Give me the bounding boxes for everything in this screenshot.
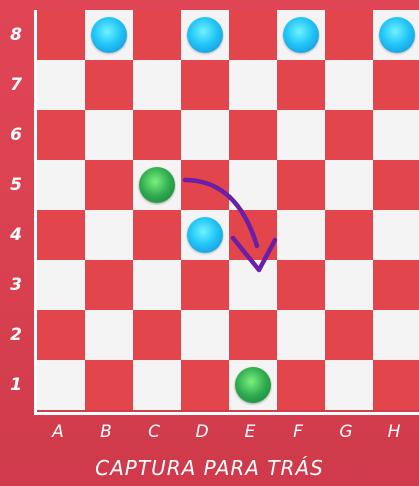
file-label-h: H bbox=[370, 418, 418, 446]
square-b3[interactable] bbox=[85, 260, 133, 310]
square-f3[interactable] bbox=[277, 260, 325, 310]
square-h7[interactable] bbox=[373, 60, 419, 110]
rank-label-3: 3 bbox=[0, 260, 32, 310]
square-d5[interactable] bbox=[181, 160, 229, 210]
square-f2[interactable] bbox=[277, 310, 325, 360]
square-g2[interactable] bbox=[325, 310, 373, 360]
square-g3[interactable] bbox=[325, 260, 373, 310]
file-label-f: F bbox=[274, 418, 322, 446]
square-b4[interactable] bbox=[85, 210, 133, 260]
square-d7[interactable] bbox=[181, 60, 229, 110]
square-e5[interactable] bbox=[229, 160, 277, 210]
rank-label-2: 2 bbox=[0, 310, 32, 360]
rank-label-1: 1 bbox=[0, 360, 32, 410]
rank-label-7: 7 bbox=[0, 60, 32, 110]
square-e4[interactable] bbox=[229, 210, 277, 260]
square-f6[interactable] bbox=[277, 110, 325, 160]
blue-piece-b8[interactable] bbox=[91, 17, 127, 53]
rank-label-5: 5 bbox=[0, 160, 32, 210]
blue-piece-h8[interactable] bbox=[379, 17, 415, 53]
file-label-d: D bbox=[178, 418, 226, 446]
square-a5[interactable] bbox=[37, 160, 85, 210]
square-e7[interactable] bbox=[229, 60, 277, 110]
square-e2[interactable] bbox=[229, 310, 277, 360]
square-b1[interactable] bbox=[85, 360, 133, 410]
file-label-g: G bbox=[322, 418, 370, 446]
blue-piece-d8[interactable] bbox=[187, 17, 223, 53]
square-h5[interactable] bbox=[373, 160, 419, 210]
square-f4[interactable] bbox=[277, 210, 325, 260]
square-g6[interactable] bbox=[325, 110, 373, 160]
square-c7[interactable] bbox=[133, 60, 181, 110]
square-h6[interactable] bbox=[373, 110, 419, 160]
square-f1[interactable] bbox=[277, 360, 325, 410]
file-label-a: A bbox=[34, 418, 82, 446]
square-c4[interactable] bbox=[133, 210, 181, 260]
square-c2[interactable] bbox=[133, 310, 181, 360]
square-d1[interactable] bbox=[181, 360, 229, 410]
square-d2[interactable] bbox=[181, 310, 229, 360]
square-b2[interactable] bbox=[85, 310, 133, 360]
square-d6[interactable] bbox=[181, 110, 229, 160]
square-b7[interactable] bbox=[85, 60, 133, 110]
square-d3[interactable] bbox=[181, 260, 229, 310]
square-c8[interactable] bbox=[133, 10, 181, 60]
square-a2[interactable] bbox=[37, 310, 85, 360]
square-a8[interactable] bbox=[37, 10, 85, 60]
square-f7[interactable] bbox=[277, 60, 325, 110]
square-h2[interactable] bbox=[373, 310, 419, 360]
board-grid bbox=[37, 10, 419, 410]
blue-piece-f8[interactable] bbox=[283, 17, 319, 53]
square-f5[interactable] bbox=[277, 160, 325, 210]
square-b6[interactable] bbox=[85, 110, 133, 160]
rank-label-8: 8 bbox=[0, 10, 32, 60]
square-g7[interactable] bbox=[325, 60, 373, 110]
rank-label-4: 4 bbox=[0, 210, 32, 260]
blue-piece-d4[interactable] bbox=[187, 217, 223, 253]
square-g4[interactable] bbox=[325, 210, 373, 260]
square-h4[interactable] bbox=[373, 210, 419, 260]
square-c6[interactable] bbox=[133, 110, 181, 160]
caption: CAPTURA PARA TRÁS bbox=[0, 456, 419, 480]
green-piece-c5[interactable] bbox=[139, 167, 175, 203]
green-piece-e1[interactable] bbox=[235, 367, 271, 403]
square-a4[interactable] bbox=[37, 210, 85, 260]
square-a3[interactable] bbox=[37, 260, 85, 310]
square-e3[interactable] bbox=[229, 260, 277, 310]
square-a7[interactable] bbox=[37, 60, 85, 110]
square-h3[interactable] bbox=[373, 260, 419, 310]
checkers-board[interactable] bbox=[34, 10, 419, 415]
file-label-b: B bbox=[82, 418, 130, 446]
square-h1[interactable] bbox=[373, 360, 419, 410]
square-a1[interactable] bbox=[37, 360, 85, 410]
square-g1[interactable] bbox=[325, 360, 373, 410]
square-e8[interactable] bbox=[229, 10, 277, 60]
square-b5[interactable] bbox=[85, 160, 133, 210]
square-g8[interactable] bbox=[325, 10, 373, 60]
square-g5[interactable] bbox=[325, 160, 373, 210]
square-e6[interactable] bbox=[229, 110, 277, 160]
square-c3[interactable] bbox=[133, 260, 181, 310]
file-label-e: E bbox=[226, 418, 274, 446]
rank-label-6: 6 bbox=[0, 110, 32, 160]
square-c1[interactable] bbox=[133, 360, 181, 410]
square-a6[interactable] bbox=[37, 110, 85, 160]
file-label-c: C bbox=[130, 418, 178, 446]
